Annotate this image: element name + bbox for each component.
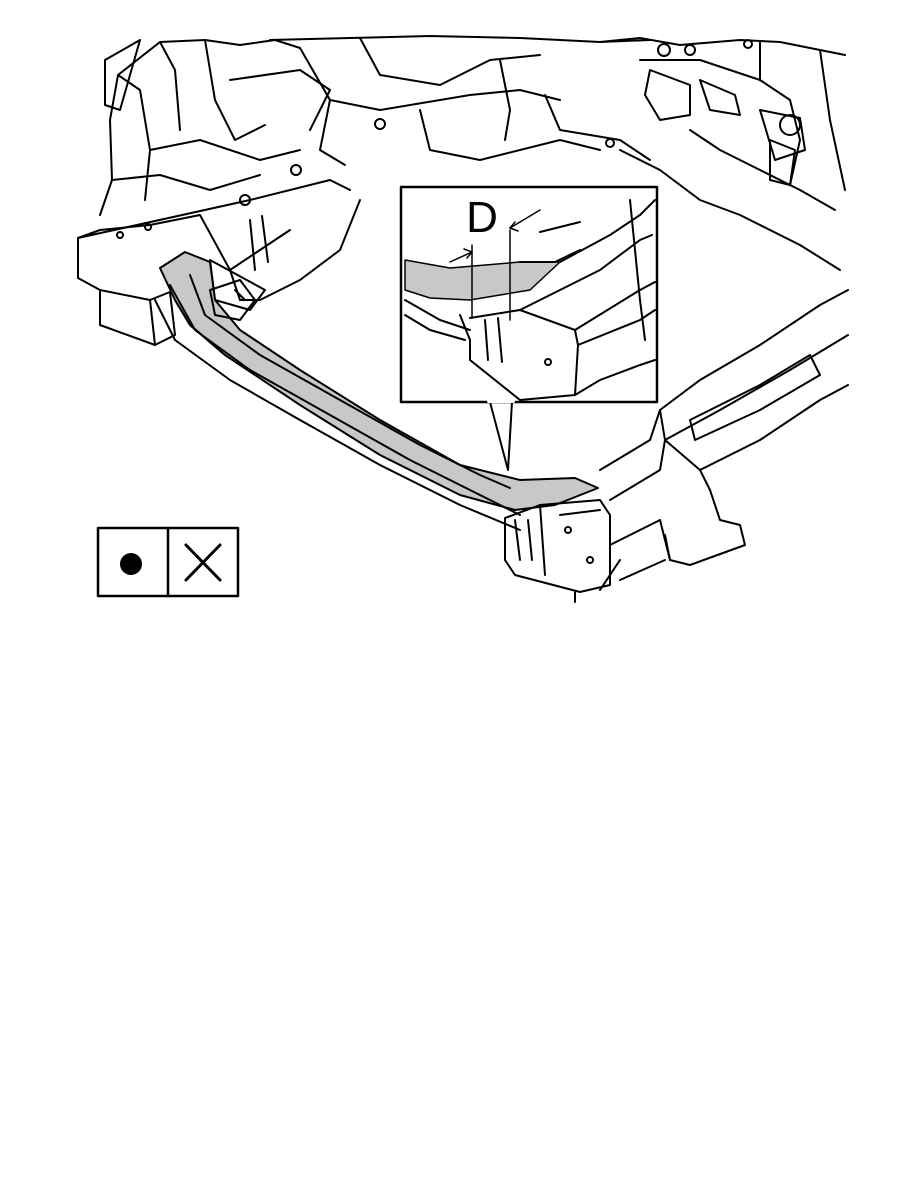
dimension-label: D (466, 193, 498, 242)
drill-out-cross-icon (184, 543, 222, 582)
body-structure-upper (99, 35, 846, 271)
spot-weld-dot-icon (120, 553, 142, 575)
dimension-d-indicator (449, 209, 541, 321)
right-side-member (599, 289, 849, 581)
weld-legend (96, 526, 240, 598)
left-side-member (77, 179, 361, 346)
detail-close-up (404, 199, 656, 401)
detail-callout: D (399, 185, 659, 471)
front-cross-member-highlighted (154, 251, 621, 603)
